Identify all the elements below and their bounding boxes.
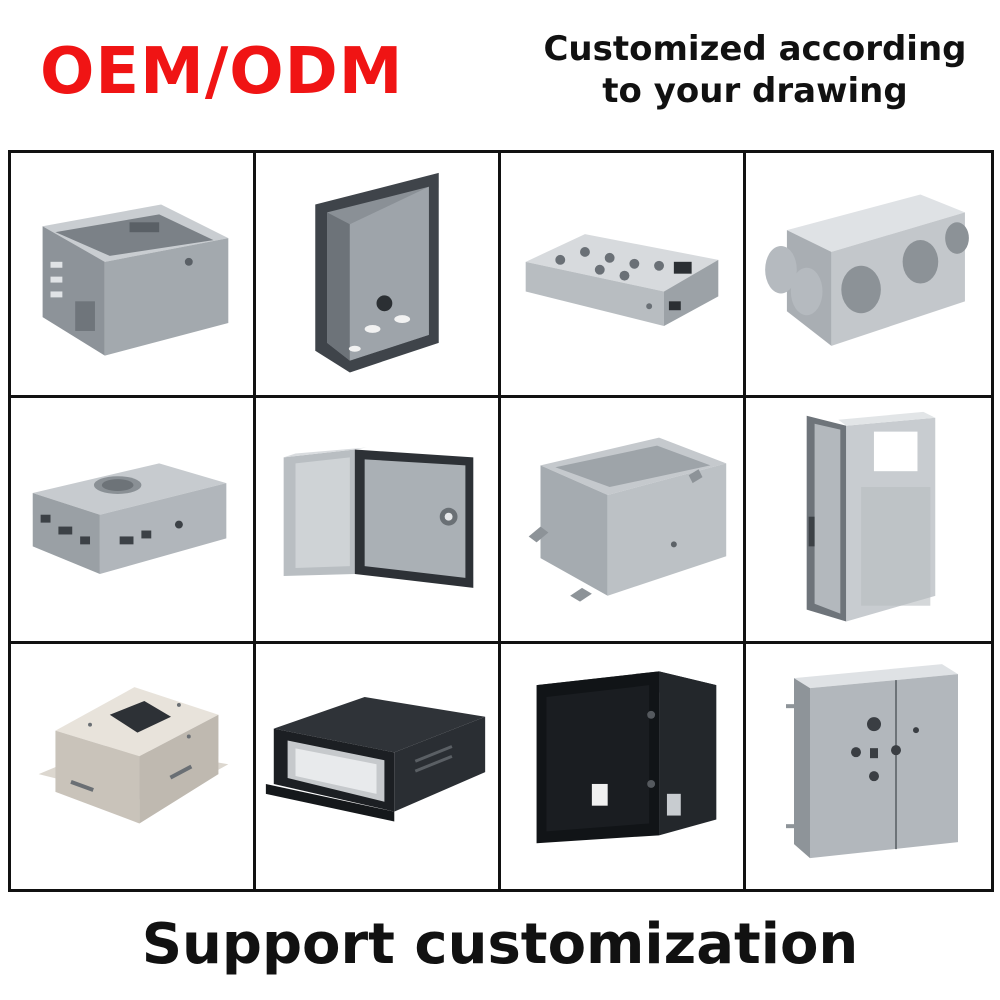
grid-cell-11	[501, 643, 746, 889]
black-equipment-enclosure-image	[536, 671, 717, 843]
flanged-base-enclosure-image	[38, 686, 229, 824]
product-grid	[8, 150, 994, 892]
recessed-wall-box-image	[315, 172, 439, 373]
grid-cell-6	[256, 398, 501, 644]
tagline-line-2: to your drawing	[602, 71, 908, 111]
tall-electrical-cabinet-image	[806, 412, 936, 622]
grid-cell-4	[746, 153, 991, 399]
grid-cell-5	[11, 398, 256, 644]
grid-cell-2	[256, 153, 501, 399]
double-door-cabinet-image	[786, 663, 958, 858]
vented-computer-case-image	[32, 463, 227, 575]
brand-title: OEM/ODM	[40, 35, 404, 109]
stainless-wall-cabinet-image	[283, 447, 474, 589]
footer-slogan: Support customization	[141, 912, 859, 977]
grid-cell-1	[11, 153, 256, 399]
grid-cell-8	[746, 398, 991, 644]
grid-cell-3	[501, 153, 746, 399]
ventilation-duct-box-image	[765, 194, 969, 346]
tagline: Customized according to your drawing	[520, 28, 990, 112]
grid-cell-9	[11, 643, 256, 889]
flanged-open-tray-image	[528, 438, 727, 602]
grid-cell-12	[746, 644, 991, 889]
tagline-line-1: Customized according	[543, 29, 967, 69]
sheet-metal-chassis-image	[42, 204, 229, 356]
rack-mount-chassis-image	[265, 696, 486, 822]
grid-cell-7	[501, 398, 746, 644]
grid-cell-10	[256, 643, 501, 889]
perforated-control-box-image	[525, 234, 719, 327]
